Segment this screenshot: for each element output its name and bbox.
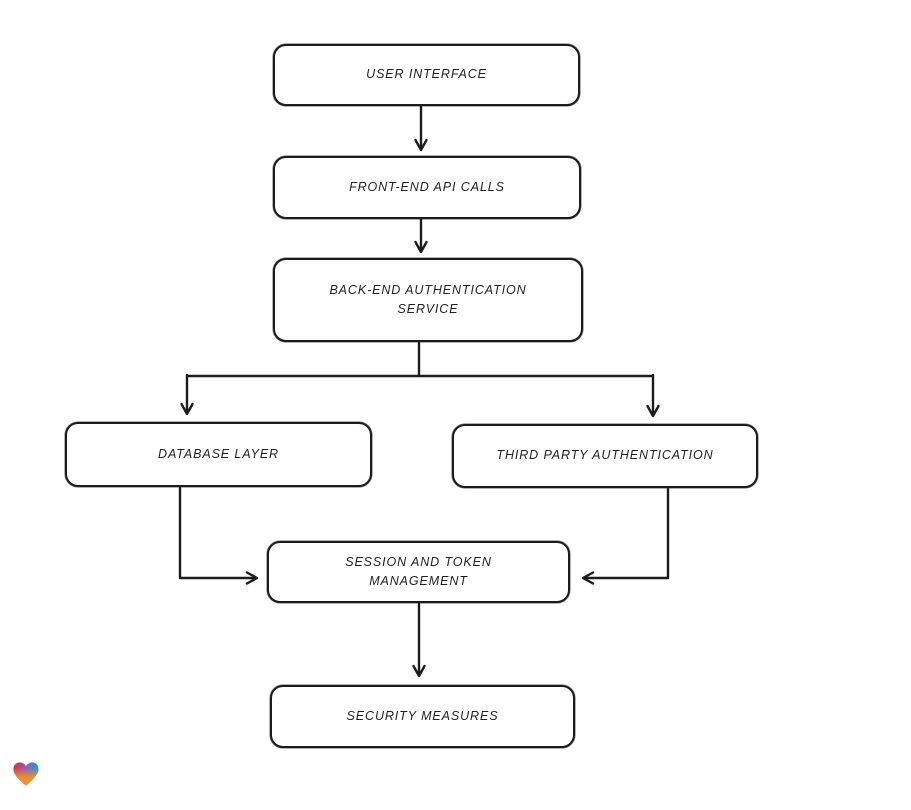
node-security-measures[interactable]: SECURITY MEASURES <box>270 685 575 748</box>
node-label: DATABASE LAYER <box>158 446 279 461</box>
node-label: SESSION AND TOKEN MANAGEMENT <box>345 554 492 588</box>
node-label: BACK-END AUTHENTICATION SERVICE <box>329 282 527 316</box>
node-front-end-api-calls[interactable]: FRONT-END API CALLS <box>273 156 581 219</box>
node-session-and-token-management[interactable]: SESSION AND TOKEN MANAGEMENT <box>267 541 570 603</box>
node-back-end-authentication-service[interactable]: BACK-END AUTHENTICATION SERVICE <box>273 258 583 342</box>
node-label: FRONT-END API CALLS <box>349 179 505 194</box>
node-label: THIRD PARTY AUTHENTICATION <box>496 448 714 463</box>
node-third-party-authentication[interactable]: THIRD PARTY AUTHENTICATION <box>452 424 758 488</box>
node-user-interface[interactable]: USER INTERFACE <box>273 44 580 106</box>
edge-third-party-to-session <box>581 487 670 585</box>
edge-database-to-session <box>178 486 259 585</box>
eraser-heart-logo-icon[interactable] <box>12 761 40 789</box>
node-label: USER INTERFACE <box>366 67 487 82</box>
node-label: SECURITY MEASURES <box>346 708 499 723</box>
node-database-layer[interactable]: DATABASE LAYER <box>65 422 372 487</box>
